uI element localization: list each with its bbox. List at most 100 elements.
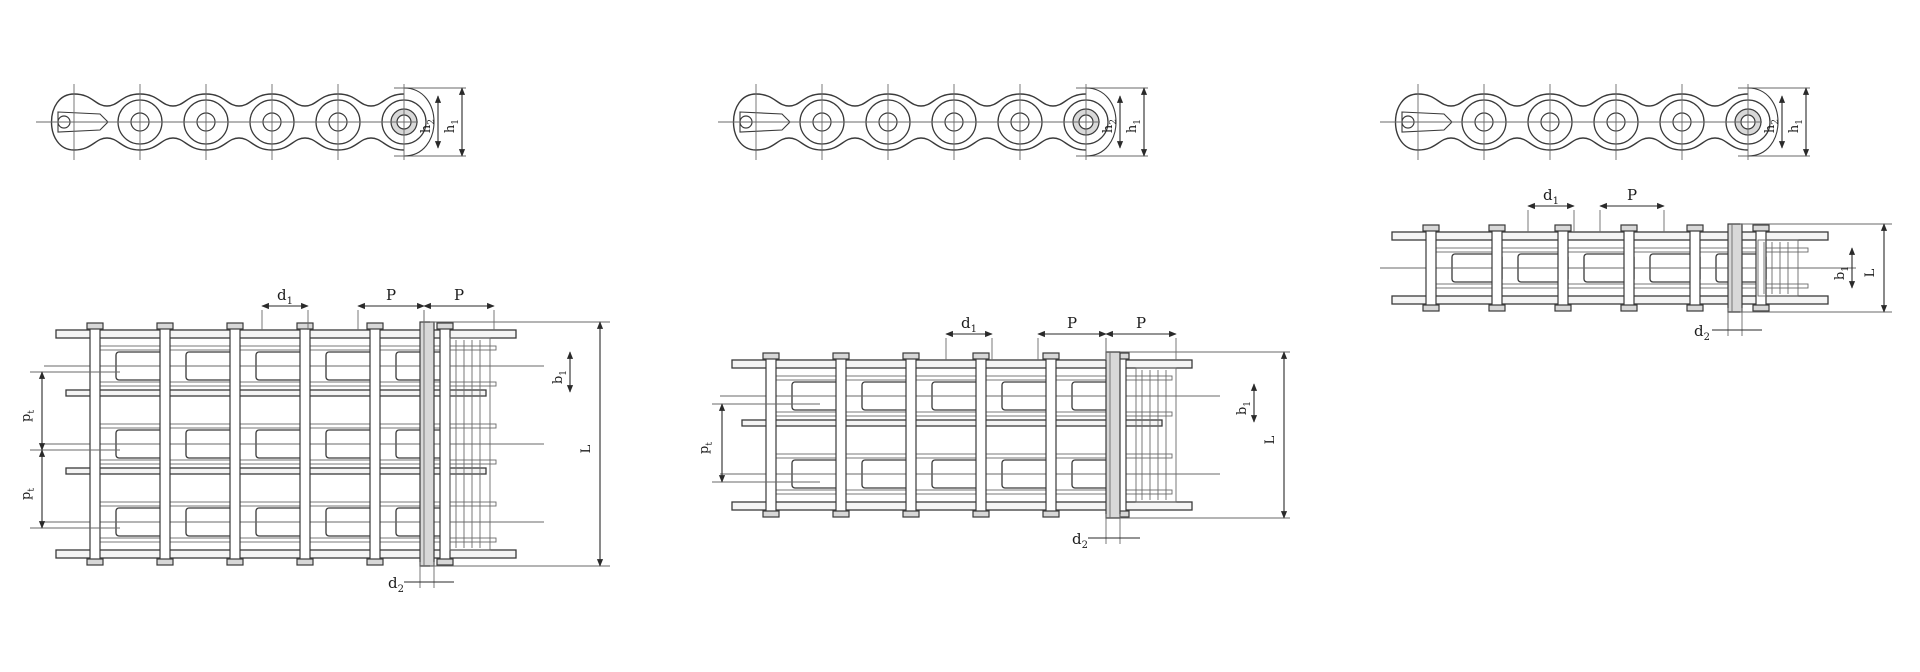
pin-head (1488, 304, 1506, 312)
h2-label: h2 (419, 119, 437, 133)
triplex-b1-label: b1 (551, 370, 569, 384)
outer-plate-bottom (731, 501, 1193, 511)
simplex-top-view: d1 Pb1 Ld2 (1380, 186, 1892, 343)
inner-plate (95, 381, 497, 387)
simplex-b1-label: b1 (1833, 266, 1851, 280)
pin (369, 325, 381, 563)
h1-label: h1 (1125, 119, 1143, 133)
pin-head (86, 558, 104, 566)
pin-head (226, 322, 244, 330)
inner-plate (95, 459, 497, 465)
end-plate (1085, 87, 1117, 157)
pin (905, 355, 917, 515)
plate-edge-bottom (755, 137, 1087, 151)
pin-head (226, 558, 244, 566)
pin (439, 325, 451, 563)
end-link-body (1757, 239, 1799, 297)
pin-head (1042, 352, 1060, 360)
outer-plate-top (55, 329, 517, 339)
triplex-L-label: L (579, 444, 594, 453)
end-link-body (1135, 367, 1177, 503)
pin-head (902, 352, 920, 360)
middle-plate (65, 467, 487, 475)
outer-plate-top (1391, 231, 1829, 241)
h2-label: h2 (1763, 119, 1781, 133)
pin-head (366, 322, 384, 330)
triplex-p1-label: P (386, 286, 396, 304)
end-link-body (449, 337, 491, 551)
end-plate (403, 87, 435, 157)
pin-head (972, 352, 990, 360)
pin-head (1042, 510, 1060, 518)
spring-clip (1401, 111, 1453, 133)
pin (1491, 227, 1503, 309)
triplex-d2-label: d2 (388, 574, 404, 595)
pin (159, 325, 171, 563)
pin (975, 355, 987, 515)
pin-head (1752, 224, 1770, 232)
duplex-pt-label: pt (697, 442, 715, 454)
pin-head (366, 558, 384, 566)
outer-plate-top (731, 359, 1193, 369)
pin-head (1620, 224, 1638, 232)
inner-plate (1431, 247, 1809, 253)
plate-edge-bottom (1417, 137, 1749, 151)
pin-head (832, 510, 850, 518)
duplex-p2-label: P (1136, 314, 1146, 332)
triplex-pt2-label: pt (19, 488, 37, 500)
plate-edge-top (755, 93, 1087, 107)
pin (1689, 227, 1701, 309)
pin-head (156, 322, 174, 330)
inner-plate (95, 423, 497, 429)
pin-head (1488, 224, 1506, 232)
triplex-d1-label: d1 (277, 286, 293, 307)
simplex-L-label: L (1863, 268, 1878, 277)
simplex-p-label: P (1627, 186, 1637, 204)
pin-head (1686, 224, 1704, 232)
middle-plate (65, 389, 487, 397)
pin-head (1620, 304, 1638, 312)
pin-head (1422, 304, 1440, 312)
pin-head (1554, 224, 1572, 232)
spring-clip (57, 111, 109, 133)
h1-label: h1 (1787, 119, 1805, 133)
duplex-p1-label: P (1067, 314, 1077, 332)
duplex-L-label: L (1263, 435, 1278, 444)
pin (1557, 227, 1569, 309)
pin (1045, 355, 1057, 515)
pin (1425, 227, 1437, 309)
simplex-d1-label: d1 (1543, 186, 1559, 207)
pin (229, 325, 241, 563)
plate-edge-top (73, 93, 405, 107)
pin-head (296, 558, 314, 566)
pin-head (436, 322, 454, 330)
pin-head (762, 510, 780, 518)
triplex-p2-label: P (454, 286, 464, 304)
pin-head (436, 558, 454, 566)
pin-head (1554, 304, 1572, 312)
duplex-b1-label: b1 (1235, 401, 1253, 415)
inner-plate (1431, 283, 1809, 289)
middle-plate (741, 419, 1163, 427)
pin-head (1686, 304, 1704, 312)
pin-head (156, 558, 174, 566)
pin-head (1752, 304, 1770, 312)
pin-head (296, 322, 314, 330)
h1-label: h1 (443, 119, 461, 133)
pin-head (972, 510, 990, 518)
pin (835, 355, 847, 515)
duplex-d2-label: d2 (1072, 530, 1088, 551)
simplex-d2-label: d2 (1694, 322, 1710, 343)
pin-head (832, 352, 850, 360)
plate-edge-bottom (73, 137, 405, 151)
pin-head (86, 322, 104, 330)
pin (1623, 227, 1635, 309)
plate-edge-top (1417, 93, 1749, 107)
inner-plate (95, 501, 497, 507)
pin-head (762, 352, 780, 360)
connecting-pin (419, 321, 435, 567)
pin (89, 325, 101, 563)
pin (299, 325, 311, 563)
